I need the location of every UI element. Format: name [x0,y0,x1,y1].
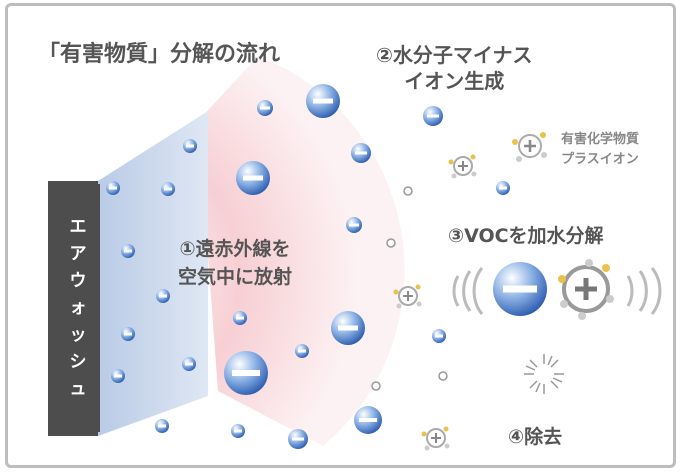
step3-label: ③VOCを加水分解 [448,225,604,247]
air-wash-char: シ [69,351,87,372]
air-wash-label: エ ア ウ ォ ッ シ ュ [56,184,100,432]
legend-label: 有害化学物質 プラスイオン [561,130,639,170]
air-wash-char: ッ [69,324,87,345]
negative-ion-drops [106,84,510,449]
step2-label: ②水分子マイナス イオン生成 [376,42,533,94]
legend-positive-ion-icon [512,132,547,162]
step2-line1: ②水分子マイナス [376,43,533,67]
air-wash-char: ォ [69,297,87,318]
step2-line2: イオン生成 [404,69,505,93]
air-wash-char: ウ [69,270,87,291]
page-title: 「有害物質」分解の流れ [38,42,281,67]
air-wash-char: エ [69,216,87,237]
legend-line1: 有害化学物質 [561,132,640,147]
air-wash-char: ア [69,243,87,264]
step1-line1: ①遠赤外線を [179,238,291,260]
positive-ion-small [371,186,448,391]
diagram-frame: 「有害物質」分解の流れ ②水分子マイナス イオン生成 有害化学物質 プラスイオン… [5,3,676,468]
hydrolysis-reaction [452,259,662,320]
step1-label: ①遠赤外線を 空気中に放射 [178,235,292,291]
positive-ion-medium [393,154,477,451]
air-wash-char: ュ [69,378,87,399]
legend-line2: プラスイオン [561,152,639,167]
step1-line2: 空気中に放射 [178,266,293,288]
panel-side [98,111,208,436]
step4-label: ④除去 [508,426,563,448]
removal-burst-icon [524,354,564,394]
